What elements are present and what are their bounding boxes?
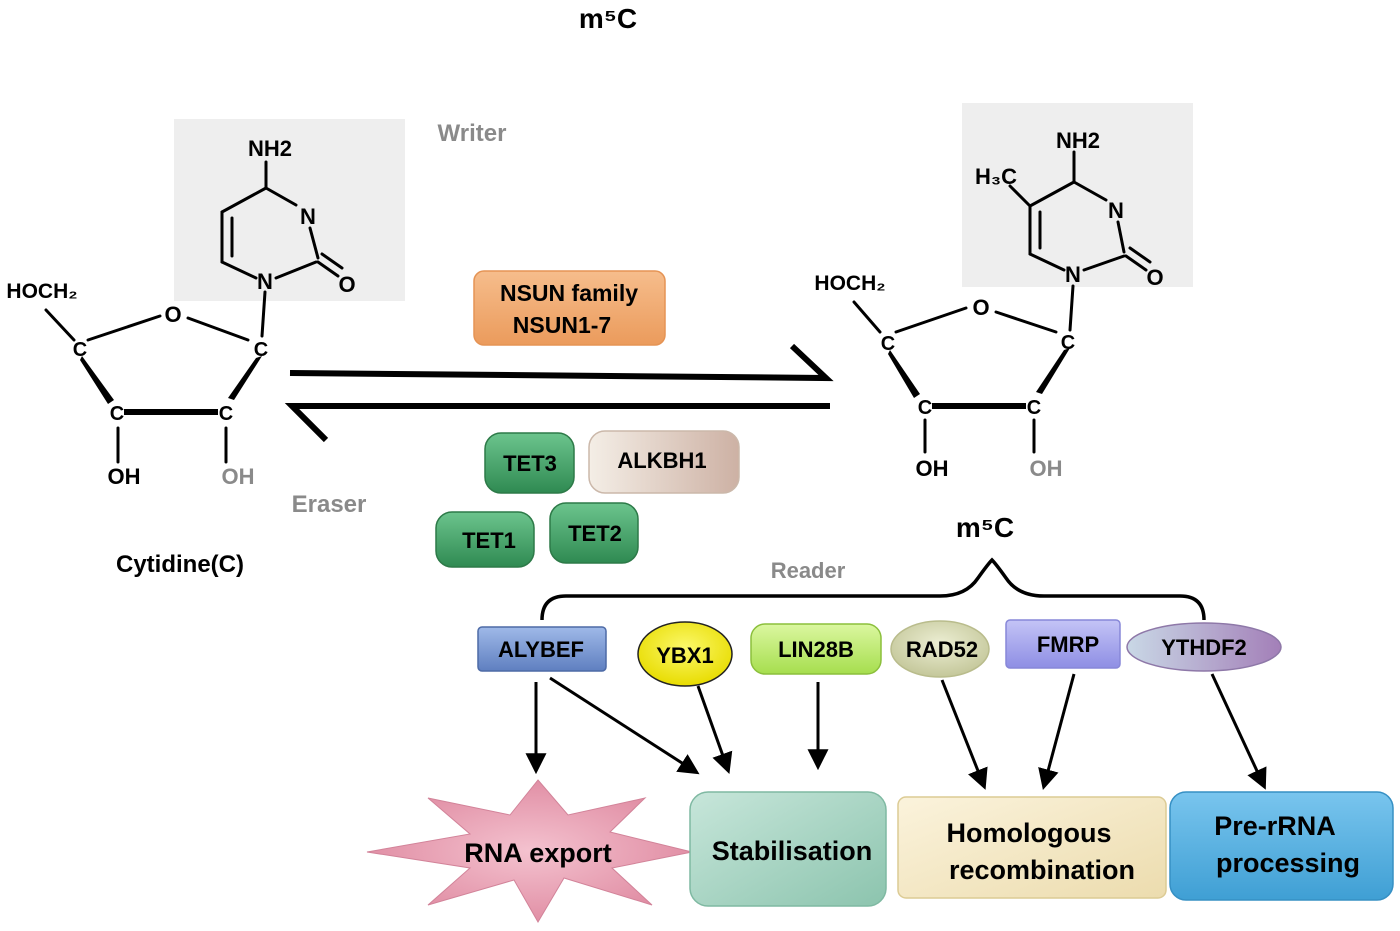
cytidine-n3: N (300, 204, 316, 229)
prerrna-line2: processing (1216, 848, 1360, 878)
eraser-label: Eraser (292, 491, 367, 518)
alybef-box: ALYBEF (477, 626, 607, 672)
arrow-alybef-stabilisation (549, 676, 700, 775)
m5c-c2: C (1027, 397, 1041, 419)
fmrp-label: FMRP (1037, 632, 1099, 657)
arrow-ythdf2-prerrna (1210, 673, 1267, 790)
arrow-fmrp-homologous (1038, 673, 1076, 791)
m5c-ring-o: O (972, 295, 989, 320)
m5c-c4: C (881, 333, 895, 355)
cytidine-c2: C (219, 403, 233, 425)
tet3-label: TET3 (503, 451, 557, 476)
equilibrium-arrows (284, 343, 834, 443)
cytidine-oh-left: OH (108, 464, 141, 489)
reader-title: m⁵C (956, 512, 1014, 543)
reverse-arrow (284, 403, 830, 443)
cytidine-c3: C (110, 403, 124, 425)
m5c-h3c: H₃C (975, 164, 1017, 189)
rna-export-star: RNA export (366, 779, 693, 923)
tet1-box: TET1 (435, 511, 535, 568)
rad52-label: RAD52 (906, 637, 978, 662)
m5c-c1: C (1061, 332, 1075, 354)
m5c-oh-right: OH (1030, 456, 1063, 481)
m5c-nh2: NH2 (1056, 128, 1100, 153)
alkbh1-box: ALKBH1 (588, 430, 740, 494)
homologous-recombination-box: Homologous recombination (897, 796, 1167, 899)
ythdf2-label: YTHDF2 (1161, 635, 1247, 660)
tet2-box: TET2 (549, 502, 639, 564)
arrow-ybx1-stabilisation (696, 685, 733, 774)
writer-label: Writer (438, 120, 507, 147)
tet1-label: TET1 (462, 528, 516, 553)
cytidine-name: Cytidine(C) (116, 551, 244, 578)
cytidine-nh2: NH2 (248, 136, 292, 161)
prerrna-processing-box: Pre-rRNA processing (1169, 791, 1394, 901)
reader-label: Reader (771, 558, 846, 583)
nsun-family-box: NSUN family NSUN1-7 (473, 270, 666, 346)
top-title: m⁵C (579, 3, 637, 34)
m5c-n3: N (1108, 198, 1124, 223)
cytidine-oh-right: OH (222, 464, 255, 489)
ybx1-ellipse: YBX1 (637, 621, 733, 687)
rad52-ellipse: RAD52 (890, 620, 990, 678)
alkbh1-label: ALKBH1 (617, 448, 706, 473)
m5c-carbonyl-o: O (1146, 265, 1163, 290)
m5c-n1: N (1065, 262, 1081, 287)
stabilisation-box: Stabilisation (689, 791, 887, 907)
cytidine-ring-o: O (164, 302, 181, 327)
cytidine-carbonyl-o: O (338, 272, 355, 297)
nsun-line1: NSUN family (500, 280, 638, 306)
tet3-box: TET3 (484, 432, 575, 494)
lin28b-box: LIN28B (750, 623, 882, 675)
prerrna-line1: Pre-rRNA (1214, 811, 1336, 841)
cytidine-c4: C (73, 339, 87, 361)
nsun-line2: NSUN1-7 (513, 312, 611, 338)
m5c-structure: NH2 H₃C N N O HOCH₂ O C C C C OH OH (814, 103, 1193, 481)
rna-export-label: RNA export (464, 838, 612, 868)
m5c-c3: C (918, 397, 932, 419)
m5c-base-box (962, 103, 1193, 287)
fmrp-box: FMRP (1005, 619, 1121, 669)
stabilisation-label: Stabilisation (712, 836, 873, 866)
cytidine-base-box (174, 119, 405, 301)
cytidine-hoch2: HOCH₂ (6, 280, 77, 303)
homologous-line2: recombination (949, 855, 1135, 885)
ybx1-label: YBX1 (656, 643, 713, 668)
reader-arrows (525, 673, 1267, 791)
m5c-oh-left: OH (916, 456, 949, 481)
arrow-rad52-homologous (940, 679, 988, 790)
forward-arrow (289, 343, 834, 382)
lin28b-label: LIN28B (778, 637, 854, 662)
homologous-line1: Homologous (947, 818, 1112, 848)
reader-brace (540, 557, 1206, 621)
cytidine-structure: NH2 N N O HOCH₂ O C C C C OH OH Cytidine… (6, 119, 405, 578)
m5c-hoch2: HOCH₂ (814, 272, 885, 295)
cytidine-c1: C (254, 339, 268, 361)
tet2-label: TET2 (568, 521, 622, 546)
ythdf2-ellipse: YTHDF2 (1126, 622, 1282, 672)
cytidine-n1: N (257, 269, 273, 294)
alybef-label: ALYBEF (498, 637, 584, 662)
